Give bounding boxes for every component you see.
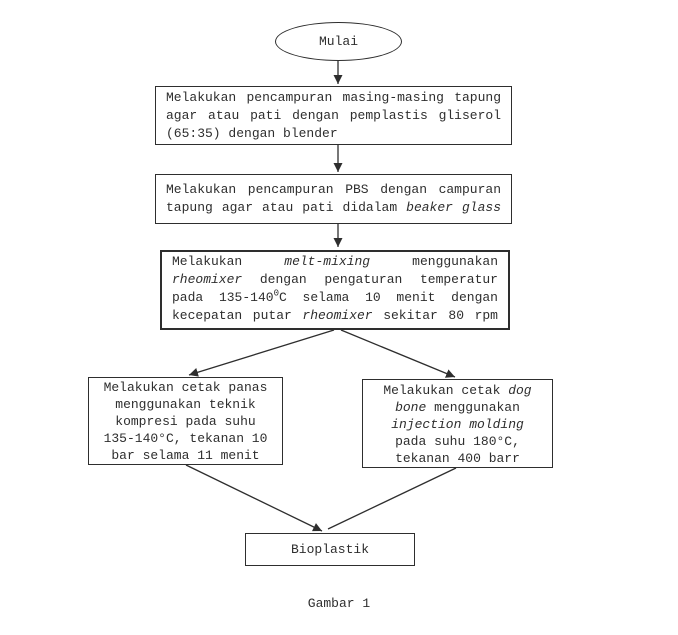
process-box-injection-molding: Melakukan cetak dog bone menggunakan injec… <box>362 379 553 468</box>
text-line: tapung agar atau pati didalam beaker gla… <box>166 200 501 215</box>
figure-caption: Gambar 1 <box>307 596 371 611</box>
text-line: tekanan 400 barr <box>395 451 520 466</box>
arrow-compression-to-result <box>185 464 323 532</box>
text-line: 135-140°C, tekanan 10 <box>103 431 268 446</box>
arrow-meltmixing-to-compression <box>188 329 335 377</box>
text-line: bar selama 11 menit <box>111 448 260 463</box>
text-line: Melakukan melt-mixing menggunakan <box>172 254 498 269</box>
text-line: injection molding <box>391 417 524 432</box>
arrow-meltmixing-to-injection <box>340 329 456 378</box>
text-line: bone menggunakan <box>395 400 520 415</box>
text-line: agar atau pati dengan pemplastis glisero… <box>166 108 501 123</box>
process-box-mixing-pbs: Melakukan pencampuran PBS dengan campura… <box>155 174 512 224</box>
text-line: Melakukan pencampuran PBS dengan campura… <box>166 182 501 197</box>
text-line: (65:35) dengan blender <box>166 126 338 141</box>
text-line: kecepatan putar rheomixer sekitar 80 rpm <box>172 308 498 323</box>
start-node: Mulai <box>275 22 402 61</box>
result-node: Bioplastik <box>245 533 415 566</box>
text-line: Melakukan cetak dog <box>383 383 532 398</box>
text-line: menggunakan teknik <box>115 397 256 412</box>
text-line: pada 135-1400C selama 10 menit dengan <box>172 288 498 305</box>
process-box-melt-mixing: Melakukan melt-mixing menggunakan rheomix… <box>160 250 510 330</box>
text-line: kompresi pada suhu <box>115 414 256 429</box>
start-label: Mulai <box>318 33 358 49</box>
text-line: rheomixer dengan pengaturan temperatur <box>172 272 498 287</box>
arrow-injection-to-result <box>327 467 457 530</box>
process-box-compression-molding: Melakukan cetak panas menggunakan teknik k… <box>88 377 283 465</box>
text-line: Melakukan cetak panas <box>103 380 268 395</box>
result-label: Bioplastik <box>290 541 369 557</box>
process-box-mixing-glycerol: Melakukan pencampuran masing-masing tapu… <box>155 86 512 145</box>
text-line: Melakukan pencampuran masing-masing tapu… <box>166 90 501 105</box>
text-line: pada suhu 180°C, <box>395 434 520 449</box>
